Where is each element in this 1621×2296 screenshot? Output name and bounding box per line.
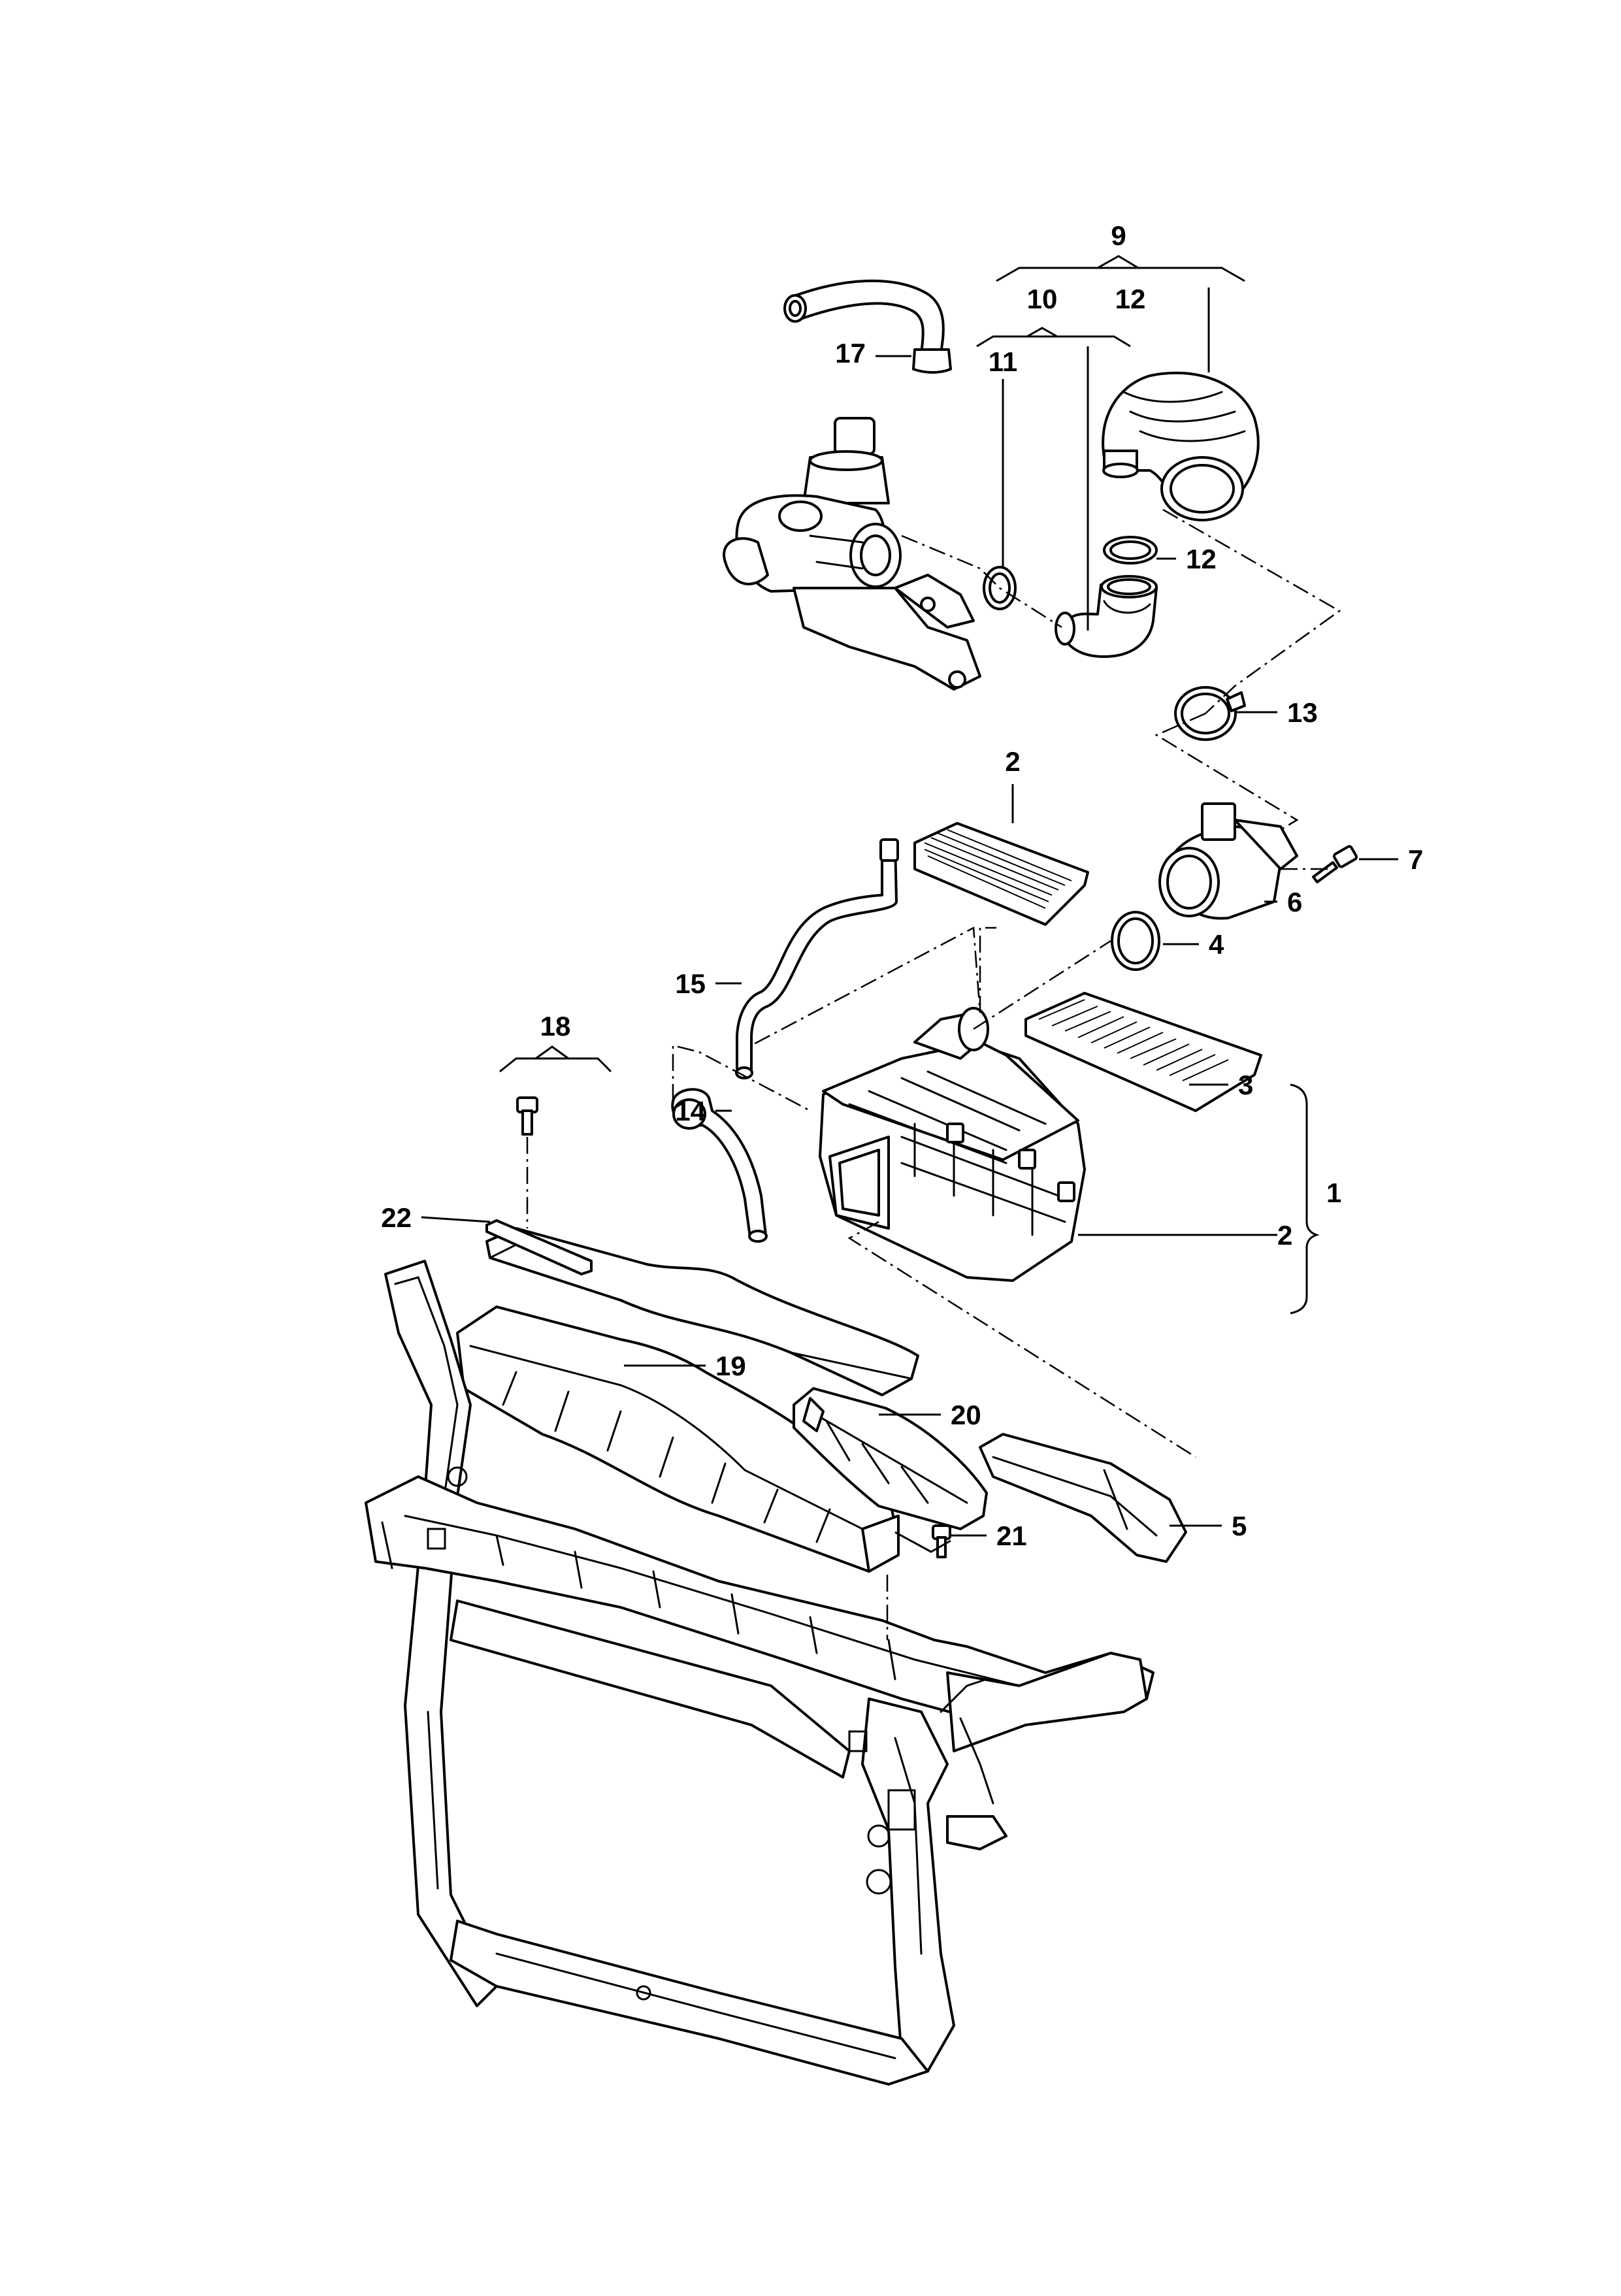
- assembly-line-turbo: [901, 534, 1062, 629]
- bracket-1: [1290, 1083, 1320, 1315]
- callout-22: 22: [381, 1202, 412, 1233]
- bracket-9: [996, 267, 1245, 282]
- bracket-10: [976, 335, 1131, 348]
- hose-part-14: [671, 1088, 768, 1243]
- callout-1: 1: [1326, 1177, 1341, 1208]
- air-duct-part-20: [793, 1387, 988, 1530]
- callout-3: 3: [1238, 1070, 1253, 1100]
- callout-18: 18: [540, 1011, 571, 1041]
- bracket-18: [499, 1057, 612, 1073]
- air-guide-part-18: [485, 1227, 919, 1396]
- callout-5: 5: [1232, 1511, 1247, 1541]
- air-duct-part-19: [456, 1305, 900, 1573]
- screw-part-7: [1312, 845, 1358, 883]
- filter-element-part-3: [1024, 992, 1262, 1112]
- assembly-line-hose14: [672, 1044, 811, 1112]
- air-mass-meter-part-6: [1158, 802, 1298, 920]
- callout-6: 6: [1287, 887, 1302, 917]
- callout-12-clamp: 12: [1186, 544, 1217, 574]
- callout-14: 14: [675, 1096, 706, 1126]
- turbocharger-assembly: [723, 417, 981, 691]
- assembly-line-duct5: [847, 1221, 1196, 1458]
- callout-10: 10: [1027, 284, 1058, 314]
- callout-21: 21: [996, 1520, 1027, 1551]
- breather-hose-part-17: [783, 279, 952, 374]
- assembly-line-hose15: [750, 927, 981, 1072]
- air-duct-part-5: [979, 1433, 1187, 1563]
- callout-20: 20: [951, 1400, 981, 1430]
- intake-hose-part-10: [1055, 575, 1158, 658]
- hose-clamp-part-13: [1174, 686, 1246, 741]
- callout-17: 17: [835, 338, 866, 369]
- front-end-carrier: [365, 1260, 1154, 2086]
- bracket-9-apex: [1097, 255, 1139, 269]
- seal-strip-part-22: [485, 1219, 593, 1275]
- hose-part-15: [735, 838, 899, 1079]
- callout-2-filter: 2: [1005, 746, 1020, 777]
- seal-ring-part-4: [1111, 911, 1160, 971]
- callout-4: 4: [1209, 929, 1224, 960]
- callout-15: 15: [675, 968, 706, 999]
- callout-7: 7: [1408, 844, 1423, 875]
- hose-clamp-part-12: [1103, 536, 1158, 565]
- callout-9: 9: [1111, 220, 1126, 251]
- leader-21-bracket: [894, 1531, 951, 1553]
- callout-12-top: 12: [1115, 284, 1146, 314]
- leader-lines: [421, 287, 1398, 1537]
- assembly-line-hose9: [1162, 508, 1341, 714]
- filter-element-part-2: [913, 822, 1089, 926]
- assembly-line-clamp13: [1154, 712, 1299, 831]
- air-filter-housing-part-1: [819, 1007, 1086, 1282]
- callout-19: 19: [715, 1351, 746, 1381]
- callout-13: 13: [1287, 697, 1318, 728]
- bracket-10-apex: [1026, 327, 1058, 338]
- bracket-18-apex: [535, 1045, 569, 1060]
- screw-part-18: [516, 1096, 538, 1136]
- callout-labels: 9 10 12 17 11 12 13 2 7 6 4 15 18 3 14 1…: [381, 220, 1423, 1551]
- callout-11: 11: [989, 346, 1017, 377]
- assembly-line-filter2: [979, 927, 996, 1013]
- screw-part-21: [932, 1524, 951, 1558]
- assembly-line-seal4: [973, 940, 1111, 1030]
- intake-hose-part-9: [1102, 371, 1260, 521]
- callout-2-box: 2: [1277, 1220, 1292, 1251]
